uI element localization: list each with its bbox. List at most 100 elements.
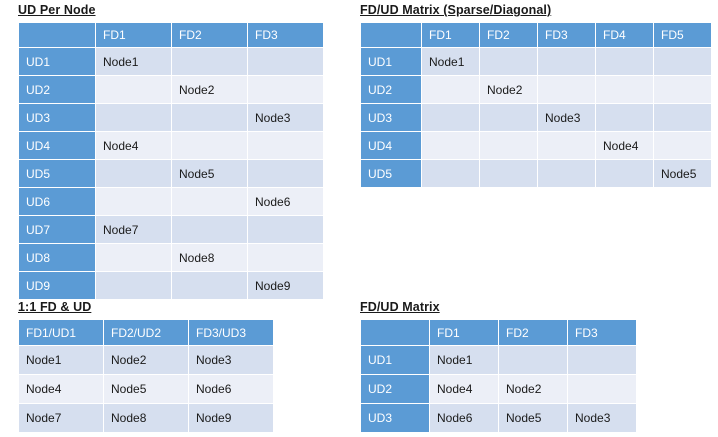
- table-row: UD9 Node9: [19, 272, 323, 299]
- cell: [172, 188, 247, 215]
- column-header-fd2: FD2: [480, 23, 537, 47]
- table-body-sparse-matrix: FD1 FD2 FD3 FD4 FD5 UD1 Node1 UD2 Node2: [361, 23, 711, 187]
- cell: Node4: [19, 375, 103, 403]
- cell: [248, 48, 323, 75]
- row-label: UD1: [361, 346, 429, 374]
- cell: Node3: [189, 346, 273, 374]
- panel-ud-per-node: UD Per Node FD1 FD2 FD3 UD1 Node1 UD2 No…: [18, 3, 324, 300]
- column-header-fd3: FD3: [568, 320, 636, 345]
- panel-title-one-to-one: 1:1 FD & UD: [18, 300, 92, 314]
- column-header-fd1: FD1: [430, 320, 498, 345]
- table-row: Node1 Node2 Node3: [19, 346, 273, 374]
- row-label: UD3: [361, 104, 421, 131]
- cell: [596, 48, 653, 75]
- table-row: UD5 Node5: [361, 160, 711, 187]
- row-label: UD4: [361, 132, 421, 159]
- row-label: UD2: [19, 76, 95, 103]
- cell: [568, 375, 636, 403]
- cell: [654, 132, 711, 159]
- cell: [654, 48, 711, 75]
- cell: [654, 76, 711, 103]
- table-header-row: FD1 FD2 FD3: [361, 320, 636, 345]
- column-header-fd1: FD1: [422, 23, 479, 47]
- table-one-to-one: FD1/UD1 FD2/UD2 FD3/UD3 Node1 Node2 Node…: [18, 319, 274, 433]
- cell: Node8: [172, 244, 247, 271]
- table-row: UD7 Node7: [19, 216, 323, 243]
- cell: Node9: [189, 404, 273, 432]
- row-label: UD5: [361, 160, 421, 187]
- cell: [538, 48, 595, 75]
- row-label: UD7: [19, 216, 95, 243]
- cell: [96, 188, 171, 215]
- cell: Node1: [19, 346, 103, 374]
- cell: [568, 346, 636, 374]
- table-row: UD1 Node1: [361, 48, 711, 75]
- cell: Node1: [422, 48, 479, 75]
- row-label: UD5: [19, 160, 95, 187]
- panel-title-fd-ud-matrix: FD/UD Matrix: [360, 300, 440, 314]
- column-header-fd1: FD1: [96, 23, 171, 47]
- row-label: UD9: [19, 272, 95, 299]
- cell: Node7: [96, 216, 171, 243]
- table-row: Node7 Node8 Node9: [19, 404, 273, 432]
- table-header-row: FD1 FD2 FD3: [19, 23, 323, 47]
- cell: Node2: [104, 346, 188, 374]
- cell: Node8: [104, 404, 188, 432]
- cell: [538, 132, 595, 159]
- corner-cell: [361, 23, 421, 47]
- cell: [96, 272, 171, 299]
- cell: Node7: [19, 404, 103, 432]
- panel-sparse-matrix: FD/UD Matrix (Sparse/Diagonal) FD1 FD2 F…: [360, 3, 712, 188]
- cell: Node2: [480, 76, 537, 103]
- table-body-ud-per-node: FD1 FD2 FD3 UD1 Node1 UD2 Node2 UD3 Nod: [19, 23, 323, 299]
- cell: Node1: [430, 346, 498, 374]
- cell: Node6: [430, 404, 498, 432]
- cell: [96, 76, 171, 103]
- table-header-row: FD1/UD1 FD2/UD2 FD3/UD3: [19, 320, 273, 345]
- table-sparse-matrix: FD1 FD2 FD3 FD4 FD5 UD1 Node1 UD2 Node2: [360, 22, 712, 188]
- column-header-fd3: FD3: [538, 23, 595, 47]
- cell: [172, 272, 247, 299]
- cell: [172, 216, 247, 243]
- cell: [172, 132, 247, 159]
- corner-cell: [361, 320, 429, 345]
- cell: Node5: [654, 160, 711, 187]
- table-row: UD8 Node8: [19, 244, 323, 271]
- cell: [172, 48, 247, 75]
- cell: [422, 76, 479, 103]
- column-header-fd2: FD2: [499, 320, 567, 345]
- table-header-row: FD1 FD2 FD3 FD4 FD5: [361, 23, 711, 47]
- panel-one-to-one: 1:1 FD & UD FD1/UD1 FD2/UD2 FD3/UD3 Node…: [18, 300, 274, 433]
- table-row: UD3 Node6 Node5 Node3: [361, 404, 636, 432]
- cell: Node3: [538, 104, 595, 131]
- cell: [248, 132, 323, 159]
- column-header-fd2: FD2: [172, 23, 247, 47]
- table-row: UD2 Node2: [361, 76, 711, 103]
- panel-title-ud-per-node: UD Per Node: [18, 3, 96, 17]
- cell: Node6: [248, 188, 323, 215]
- cell: [422, 132, 479, 159]
- cell: [422, 104, 479, 131]
- cell: Node2: [172, 76, 247, 103]
- table-row: UD5 Node5: [19, 160, 323, 187]
- cell: Node3: [248, 104, 323, 131]
- cell: [480, 104, 537, 131]
- cell: [172, 104, 247, 131]
- table-row: UD2 Node4 Node2: [361, 375, 636, 403]
- row-label: UD2: [361, 76, 421, 103]
- row-label: UD3: [19, 104, 95, 131]
- cell: Node1: [96, 48, 171, 75]
- cell: [480, 160, 537, 187]
- cell: Node4: [596, 132, 653, 159]
- row-label: UD1: [361, 48, 421, 75]
- cell: [538, 76, 595, 103]
- table-row: UD4 Node4: [19, 132, 323, 159]
- cell: [480, 48, 537, 75]
- row-label: UD4: [19, 132, 95, 159]
- table-body-one-to-one: FD1/UD1 FD2/UD2 FD3/UD3 Node1 Node2 Node…: [19, 320, 273, 432]
- cell: Node4: [430, 375, 498, 403]
- row-label: UD6: [19, 188, 95, 215]
- cell: [248, 160, 323, 187]
- row-label: UD3: [361, 404, 429, 432]
- column-header-fd3: FD3: [248, 23, 323, 47]
